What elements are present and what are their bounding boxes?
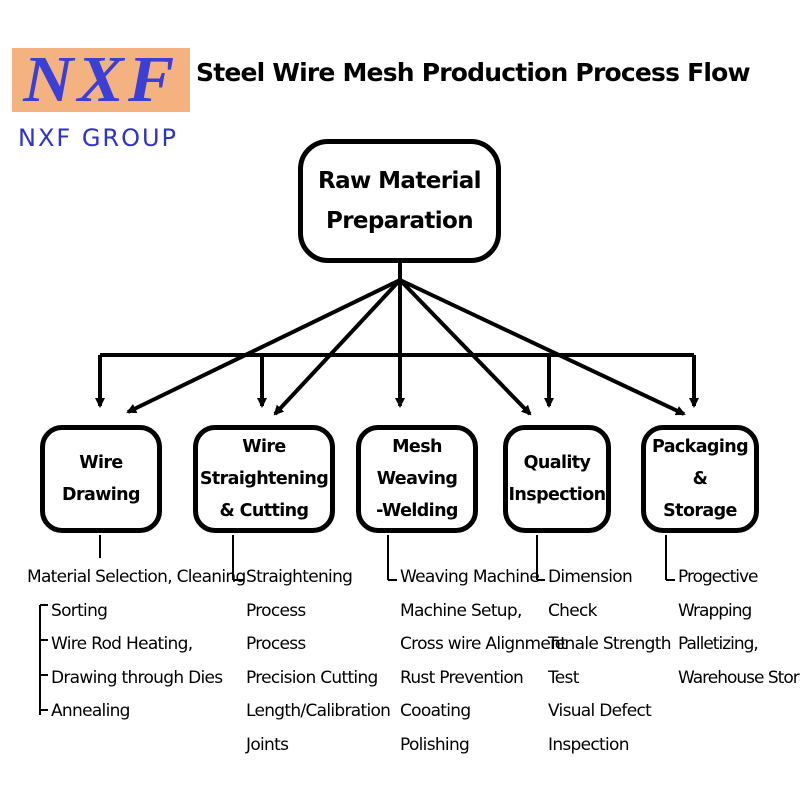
step-node-quality-inspection: Quality Inspection bbox=[503, 425, 611, 533]
detail-item: Straightening bbox=[246, 567, 353, 587]
logo-text: NXF bbox=[23, 43, 179, 116]
detail-item: Wire Rod Heating, bbox=[51, 634, 193, 654]
detail-bracket-2 bbox=[232, 535, 243, 581]
detail-bracket-5 bbox=[665, 535, 675, 581]
root-node-raw-material: Raw Material Preparation bbox=[298, 139, 501, 263]
detail-item: Sorting bbox=[51, 600, 108, 621]
detail-item: Visual Defect bbox=[548, 701, 652, 721]
step-node-mesh-weaving: Mesh Weaving -Welding bbox=[356, 425, 478, 533]
detail-item: Machine Setup, bbox=[400, 600, 522, 621]
root-label-line: Preparation bbox=[325, 208, 474, 234]
detail-item: Inspection bbox=[548, 734, 630, 755]
detail-list-quality-inspection: Dimension Check Tenale Strength Test Vis… bbox=[548, 561, 671, 762]
detail-list-mesh-weaving: Weaving Machine Machine Setup, Cross wir… bbox=[400, 561, 567, 762]
detail-bracket-1 bbox=[39, 535, 101, 715]
fan-arrow-2 bbox=[273, 278, 402, 416]
detail-item: Progective bbox=[678, 567, 758, 587]
detail-item: Precision Cutting bbox=[246, 667, 378, 688]
detail-item: Wrapping bbox=[678, 600, 752, 621]
step-label-line: Mesh Weaving bbox=[376, 437, 458, 489]
step-label-line: Wire Straightening bbox=[199, 437, 329, 489]
detail-list-wire-drawing: Material Selection, Cleaning Sorting Wir… bbox=[27, 561, 246, 729]
detail-item: Tenale Strength bbox=[548, 634, 671, 654]
step-label-line: Inspection bbox=[508, 485, 606, 505]
detail-bracket-4 bbox=[536, 535, 545, 581]
step-label-line: Packaging & bbox=[651, 437, 749, 489]
detail-item: Cross wire Alignment bbox=[400, 634, 567, 654]
step-node-wire-straightening: Wire Straightening & Cutting bbox=[193, 425, 335, 533]
detail-item: Test bbox=[548, 667, 579, 688]
detail-item: Rust Prevention bbox=[400, 667, 524, 688]
detail-list-packaging-storage: Progective Wrapping Palletizing, Warehou… bbox=[678, 561, 800, 695]
detail-item: Cooating bbox=[400, 701, 471, 721]
detail-item: Length/Calibration bbox=[246, 701, 391, 721]
detail-item: Check bbox=[548, 600, 597, 621]
fan-arrow-5 bbox=[399, 278, 686, 416]
detail-item: Material Selection, Cleaning bbox=[27, 567, 246, 587]
detail-item: Weaving Machine bbox=[400, 567, 540, 587]
diagram-title: Steel Wire Mesh Production Process Flow bbox=[196, 58, 751, 87]
step-node-wire-drawing: Wire Drawing bbox=[40, 425, 162, 533]
root-label-line: Raw Material bbox=[318, 168, 482, 194]
fan-arrow-4 bbox=[398, 278, 532, 416]
step-label-line: Quality bbox=[523, 453, 591, 473]
detail-bracket-3 bbox=[387, 535, 397, 581]
detail-item: Drawing through Dies bbox=[51, 667, 223, 688]
detail-list-wire-straightening: Straightening Process Process Precision … bbox=[246, 561, 391, 762]
detail-item: Process bbox=[246, 600, 306, 621]
step-label-line: -Welding bbox=[376, 501, 458, 521]
detail-item: Annealing bbox=[51, 701, 130, 721]
detail-item: Polishing bbox=[400, 734, 470, 755]
step-node-packaging-storage: Packaging & Storage bbox=[641, 425, 759, 533]
logo-subtext: NXF GROUP bbox=[18, 124, 179, 152]
detail-item: Warehouse Storage bbox=[678, 667, 800, 688]
step-label-line: Storage bbox=[663, 501, 737, 521]
fan-arrow-1 bbox=[126, 278, 401, 414]
step-label-line: & Cutting bbox=[219, 501, 310, 521]
detail-item: Dimension bbox=[548, 567, 633, 587]
step-label-line: Wire Drawing bbox=[62, 453, 141, 505]
detail-item: Process bbox=[246, 634, 306, 654]
logo-badge: NXF bbox=[12, 43, 190, 116]
detail-item: Palletizing, bbox=[678, 634, 759, 654]
detail-item: Joints bbox=[246, 734, 289, 755]
